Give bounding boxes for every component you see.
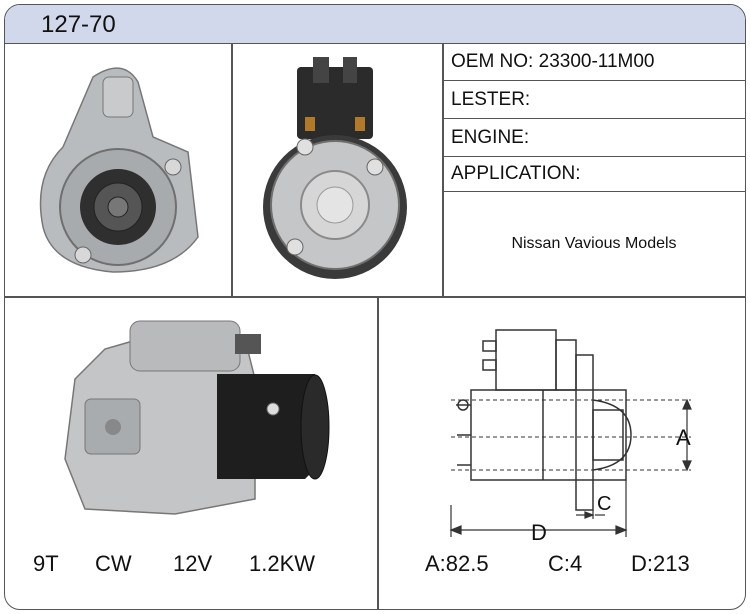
lester-label: LESTER: bbox=[451, 88, 531, 110]
spec-power: 1.2KW bbox=[249, 551, 316, 576]
spec-teeth: 9T bbox=[33, 551, 59, 576]
starter-side-photo bbox=[64, 320, 330, 515]
dim-a-value: A:82.5 bbox=[425, 551, 489, 576]
application-note: Nissan Vavious Models bbox=[511, 235, 677, 252]
divider bbox=[231, 43, 233, 296]
divider bbox=[5, 296, 745, 298]
spec-row-oem: OEM NO: 23300-11M00 bbox=[443, 43, 745, 81]
engine-label: ENGINE: bbox=[451, 126, 530, 148]
dim-d-value: D:213 bbox=[631, 551, 690, 576]
oem-value: 23300-11M00 bbox=[538, 50, 655, 72]
product-card: 127-70 OEM NO: 23300-11M00 bbox=[4, 4, 746, 610]
oem-label: OEM NO: bbox=[451, 50, 534, 72]
dimension-c-label: C bbox=[597, 493, 611, 515]
divider bbox=[442, 43, 444, 296]
divider bbox=[377, 296, 379, 609]
header-bar: 127-70 bbox=[5, 5, 745, 44]
spec-voltage: 12V bbox=[173, 551, 213, 576]
spec-row-engine: ENGINE: bbox=[443, 119, 745, 157]
spec-row-application: APPLICATION: bbox=[443, 157, 745, 192]
part-number-title: 127-70 bbox=[41, 11, 116, 38]
spec-rotation: CW bbox=[95, 551, 132, 576]
dimension-a-label: A bbox=[676, 425, 691, 450]
spec-row-lester: LESTER: bbox=[443, 81, 745, 119]
dimension-d-label: D bbox=[531, 520, 547, 545]
application-label: APPLICATION: bbox=[451, 163, 581, 184]
dim-c-value: C:4 bbox=[548, 551, 583, 576]
dimension-diagram: A C D bbox=[449, 329, 692, 545]
starter-front-photo bbox=[39, 67, 199, 273]
starter-rear-photo bbox=[263, 57, 407, 279]
